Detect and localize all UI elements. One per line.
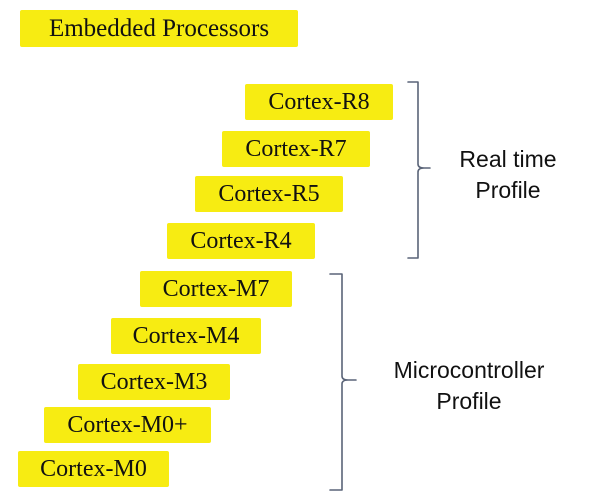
cortex-m4-label: Cortex-M4 xyxy=(111,318,261,354)
real-time-profile-label: Real time Profile xyxy=(438,144,578,206)
microcontroller-label-line2: Profile xyxy=(436,388,502,414)
cortex-r5-label: Cortex-R5 xyxy=(195,176,343,212)
microcontroller-label-line1: Microcontroller xyxy=(393,357,545,383)
cortex-m7-label: Cortex-M7 xyxy=(140,271,292,307)
diagram-title: Embedded Processors xyxy=(20,10,298,47)
cortex-m0plus-label: Cortex-M0+ xyxy=(44,407,211,443)
real-time-label-line1: Real time xyxy=(459,146,557,172)
cortex-r7-label: Cortex-R7 xyxy=(222,131,370,167)
microcontroller-brace xyxy=(329,273,357,491)
real-time-label-line2: Profile xyxy=(475,177,541,203)
real-time-brace xyxy=(407,81,431,259)
microcontroller-profile-label: Microcontroller Profile xyxy=(364,355,574,417)
cortex-r4-label: Cortex-R4 xyxy=(167,223,315,259)
cortex-m0-label: Cortex-M0 xyxy=(18,451,169,487)
cortex-r8-label: Cortex-R8 xyxy=(245,84,393,120)
cortex-m3-label: Cortex-M3 xyxy=(78,364,230,400)
